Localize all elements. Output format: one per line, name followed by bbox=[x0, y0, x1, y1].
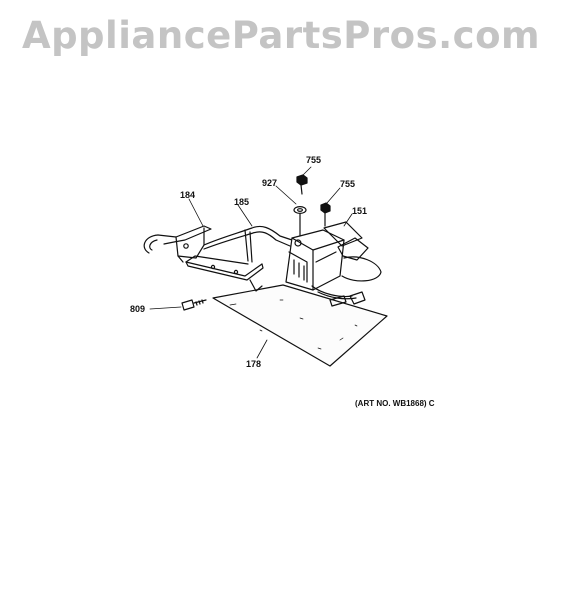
screw-head bbox=[294, 239, 302, 247]
watermark-logo: AppliancePartsPros.com bbox=[21, 14, 541, 57]
part-184-hook-bracket bbox=[143, 225, 212, 263]
art-number: (ART NO. WB1868) C bbox=[355, 399, 435, 408]
callout-184: 184 bbox=[180, 190, 195, 200]
callout-755-top: 755 bbox=[306, 155, 321, 165]
callout-927: 927 bbox=[262, 178, 277, 188]
callout-185: 185 bbox=[234, 197, 249, 207]
part-927-washer bbox=[293, 206, 307, 215]
callout-755-right: 755 bbox=[340, 179, 355, 189]
callout-178: 178 bbox=[246, 359, 261, 369]
callout-151: 151 bbox=[352, 206, 367, 216]
part-755-nut-a bbox=[296, 174, 308, 195]
part-809-screw bbox=[181, 299, 207, 311]
callout-809: 809 bbox=[130, 304, 145, 314]
part-178-plate bbox=[212, 284, 388, 367]
part-185-arm bbox=[185, 225, 293, 292]
part-755-nut-b bbox=[320, 202, 331, 227]
leader-lines bbox=[149, 166, 353, 359]
